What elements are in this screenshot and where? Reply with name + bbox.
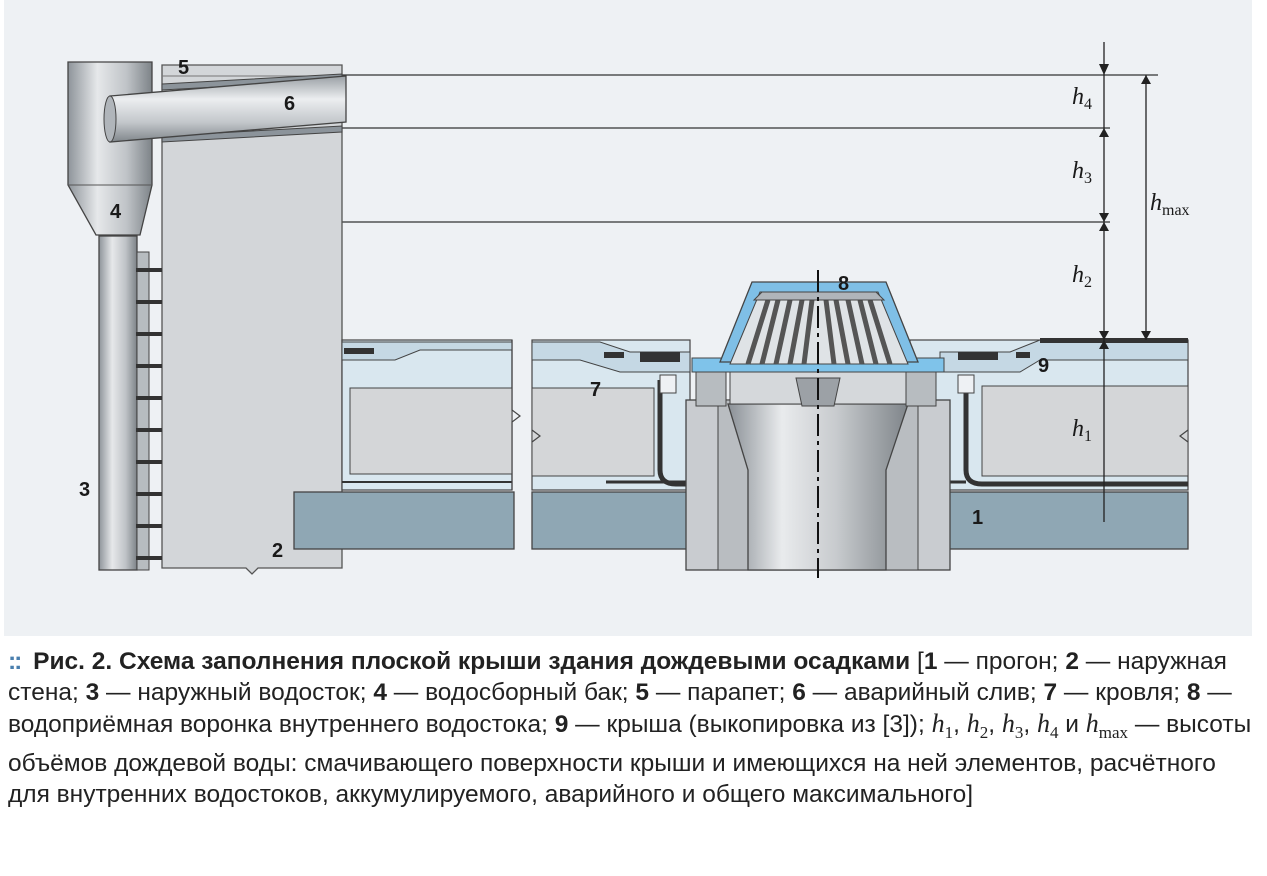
h3-label: h3 — [1072, 158, 1092, 187]
h1-label: h1 — [1072, 416, 1092, 445]
label-7: 7 — [590, 379, 601, 401]
roof-drainage-diagram: 1 2 3 4 5 6 7 8 9 h4 h3 hmax h2 h1 — [4, 0, 1252, 636]
h4-label: h4 — [1072, 84, 1092, 113]
roof-slab — [293, 491, 1189, 550]
dimension-arrows — [1099, 42, 1151, 522]
caption-bullet-icon: :: — [8, 648, 22, 675]
h2-label: h2 — [1072, 262, 1092, 291]
external-downpipe — [98, 235, 150, 571]
label-1: 1 — [972, 507, 983, 529]
height-reference-lines — [340, 74, 1158, 341]
pipe-brackets — [136, 268, 162, 560]
label-9: 9 — [1038, 355, 1049, 377]
label-8: 8 — [838, 273, 849, 295]
roofing-left — [341, 339, 521, 491]
roofing-right — [909, 338, 1189, 491]
label-2: 2 — [272, 540, 283, 562]
caption-title: Рис. 2. Схема заполнения плоской крыши з… — [33, 648, 911, 675]
roofing-middle-left — [531, 339, 720, 491]
label-6: 6 — [284, 93, 295, 115]
roof-drain-funnel — [685, 270, 951, 578]
emergency-overflow-pipe — [103, 75, 347, 143]
outer-wall — [161, 64, 343, 575]
label-5: 5 — [178, 57, 189, 79]
label-3: 3 — [79, 479, 90, 501]
figure-caption: :: Рис. 2. Схема заполнения плоской крыш… — [8, 648, 1252, 809]
hmax-label: hmax — [1150, 190, 1190, 219]
label-4: 4 — [110, 201, 122, 223]
